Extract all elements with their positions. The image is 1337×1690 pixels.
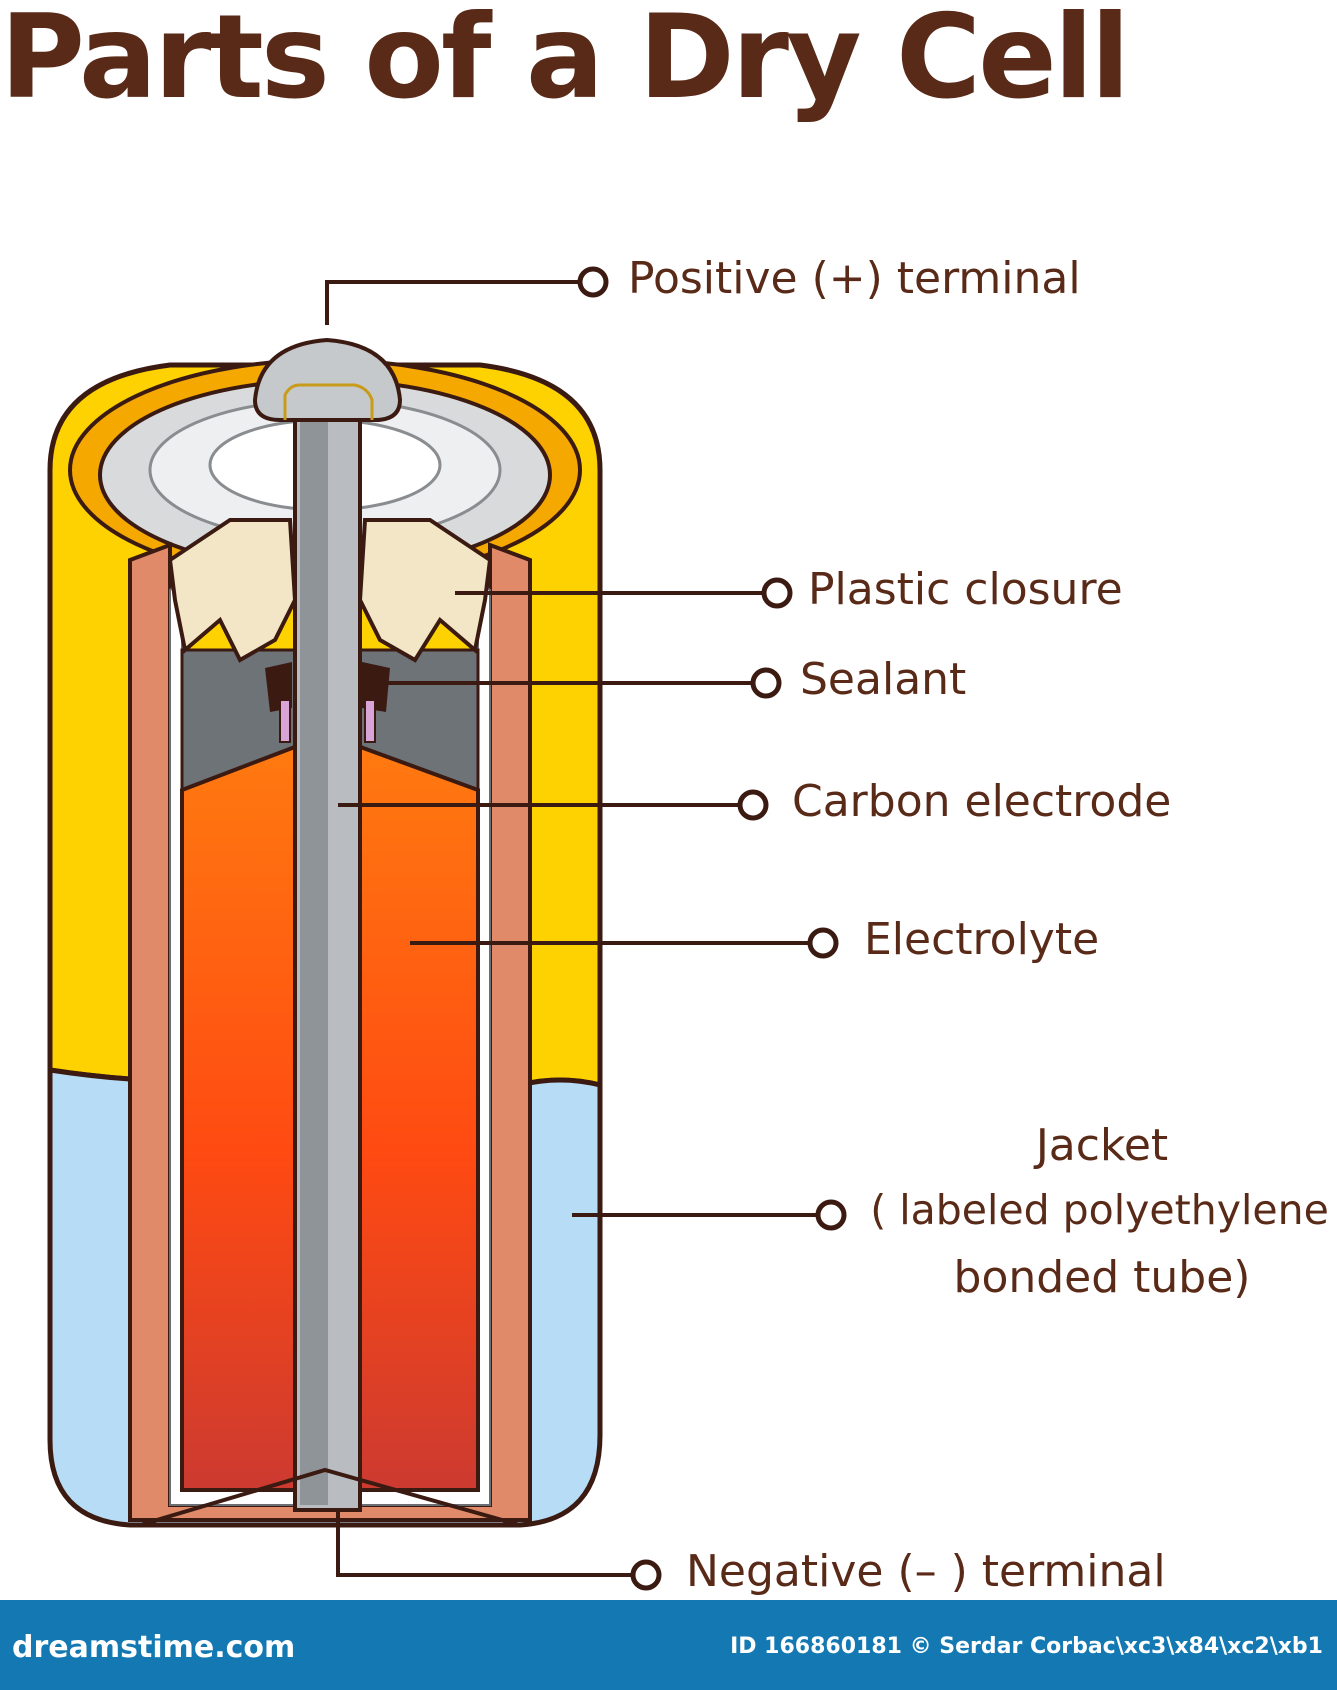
leader-negative-dot	[630, 1559, 662, 1591]
leader-negative	[336, 1510, 632, 1577]
label-carbon-electrode: Carbon electrode	[792, 776, 1172, 827]
page-title: Parts of a Dry Cell	[0, 0, 1130, 125]
leader-plastic-dot	[761, 577, 793, 609]
label-sealant: Sealant	[800, 654, 967, 705]
label-positive-terminal: Positive (+) terminal	[628, 253, 1081, 304]
positive-terminal-cap	[252, 337, 403, 422]
label-jacket-line3: bonded tube)	[953, 1252, 1251, 1303]
label-jacket: Jacket	[1035, 1120, 1169, 1171]
plastic-closure-right	[357, 518, 493, 663]
leader-carbon-dot	[737, 789, 769, 821]
electrolyte	[180, 742, 302, 1492]
sealant-ring-right	[364, 699, 376, 743]
dry-cell-diagram	[47, 266, 847, 1591]
footer-brand[interactable]: dreamstime.com	[12, 1630, 296, 1665]
label-negative-terminal: Negative (– ) terminal	[686, 1546, 1166, 1597]
leader-sealant-dot	[750, 667, 782, 699]
label-electrolyte: Electrolyte	[864, 914, 1100, 965]
plastic-closure	[167, 518, 298, 663]
label-jacket-line2: ( labeled polyethylene	[870, 1186, 1329, 1234]
terminal-wire	[283, 383, 374, 420]
footer-credit: ID 166860181 © Serdar Corbac\xc3\x84\xc2…	[730, 1634, 1323, 1659]
footer-bar: dreamstime.com ID 166860181 © Serdar Cor…	[0, 1600, 1337, 1690]
leader-lines	[325, 266, 847, 1591]
leader-positive-dot	[577, 266, 609, 298]
leader-electrolyte-dot	[807, 927, 839, 959]
sealant-ring	[279, 699, 291, 743]
leader-jacket-dot	[815, 1199, 847, 1231]
leader-positive	[325, 280, 580, 325]
carbon-electrode-shade	[300, 390, 328, 1505]
electrolyte-right	[353, 742, 480, 1492]
label-plastic-closure: Plastic closure	[808, 564, 1123, 615]
bottom-plate	[139, 1467, 521, 1527]
